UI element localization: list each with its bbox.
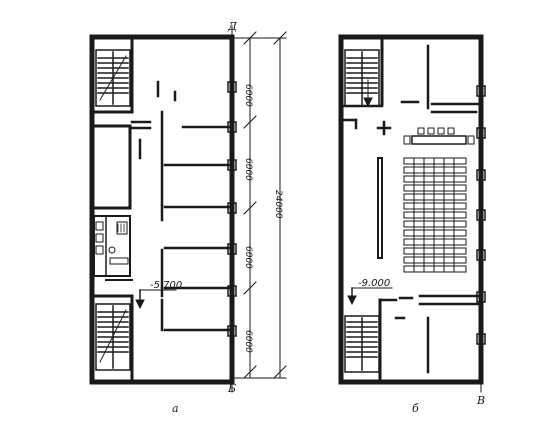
total-length-label: 24000 xyxy=(273,190,283,219)
left-plan xyxy=(89,25,287,393)
right-plan xyxy=(338,34,486,393)
right-axis-bottom-label: В xyxy=(476,394,485,407)
dimension-label-1: 6000 xyxy=(243,84,253,107)
left-outer-walls xyxy=(89,34,235,385)
left-sanitary-block xyxy=(93,215,133,281)
left-axis-top-label: Д xyxy=(227,20,238,33)
dimension-label-2: 6000 xyxy=(243,158,253,181)
left-staircase-bottom xyxy=(95,303,131,371)
right-staircase-top xyxy=(344,49,380,108)
right-plan-caption: б xyxy=(412,402,419,415)
right-staircase-bottom xyxy=(344,315,380,373)
right-elevation-label: -9.000 xyxy=(358,278,390,289)
left-staircase-top xyxy=(95,49,131,107)
left-dimension-lines xyxy=(231,31,287,379)
dimension-label-3: 6000 xyxy=(243,246,253,269)
left-plan-caption: а xyxy=(172,402,179,415)
dimension-label-4: 6000 xyxy=(243,330,253,353)
left-axis-bottom-label: Б xyxy=(227,382,236,395)
left-elevation-label: -5.700 xyxy=(150,280,182,291)
presidium-table xyxy=(403,127,475,145)
lecture-hall-seating xyxy=(403,157,467,273)
